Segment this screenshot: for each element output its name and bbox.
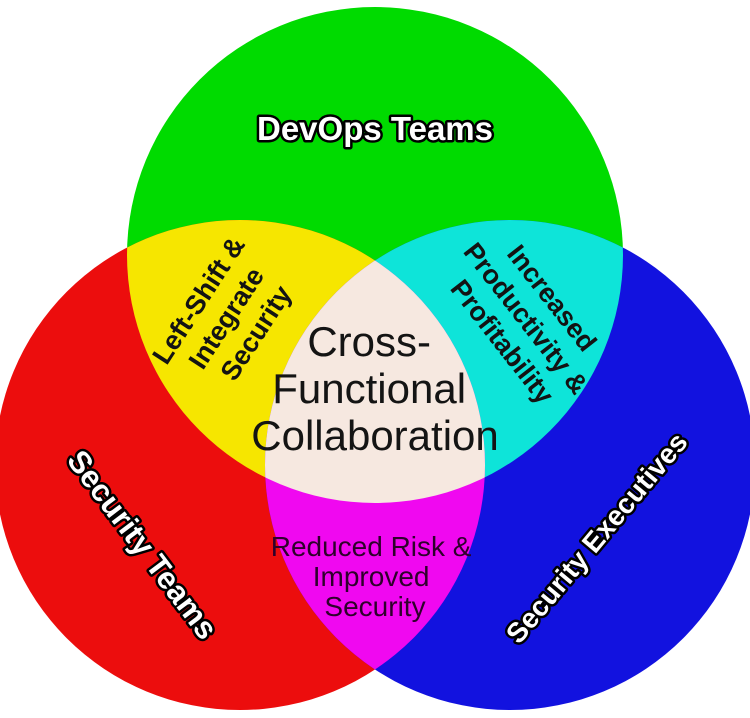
label-line: Cross- <box>307 318 431 365</box>
label-line: Reduced Risk & <box>271 531 472 562</box>
label-line: Functional <box>272 365 466 412</box>
label-reduced-risk: Reduced Risk & Improved Security <box>271 531 480 622</box>
label-left-shift-integrate-security: Left-Shift & Integrate Security <box>147 225 311 406</box>
label-line: Improved <box>313 561 430 592</box>
label-cross-functional-collaboration: Cross- Functional Collaboration <box>251 318 499 459</box>
label-line: Security <box>324 591 425 622</box>
label-devops-teams: DevOps Teams <box>257 110 493 147</box>
label-line: Collaboration <box>251 412 499 459</box>
center-region <box>265 220 485 503</box>
